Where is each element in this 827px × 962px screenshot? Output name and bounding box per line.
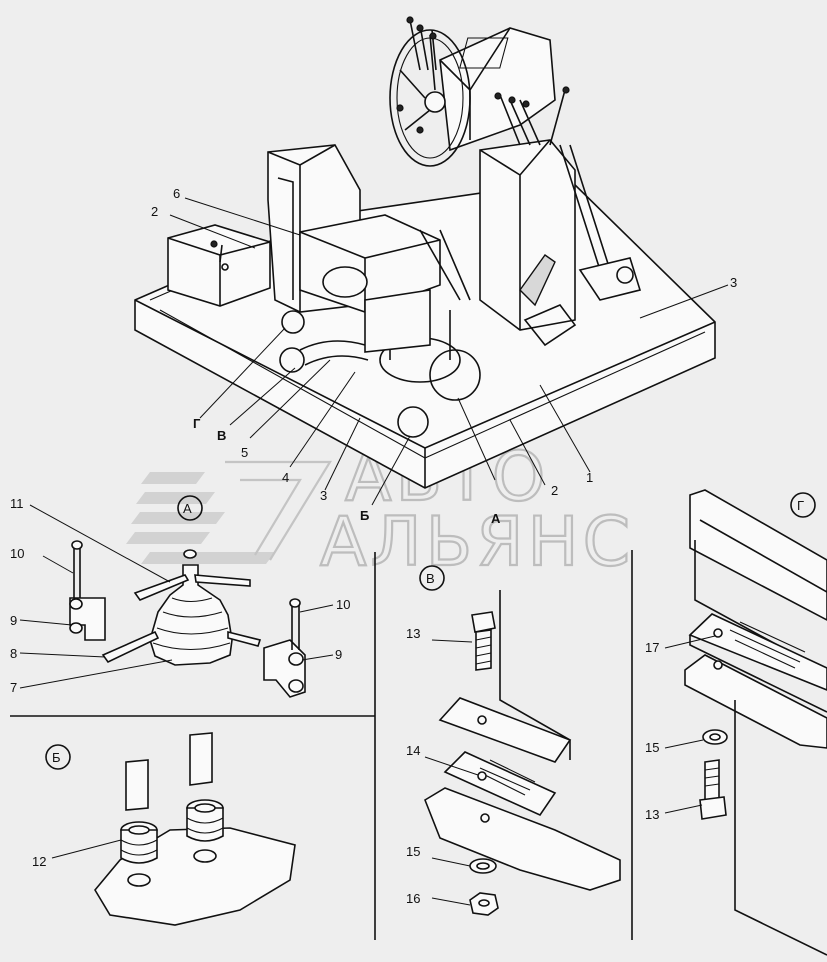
bolt [699, 759, 727, 820]
detail-b-badge [45, 744, 71, 770]
watermark-text-line2: АЛЬЯНС [320, 503, 634, 582]
grommet [186, 799, 224, 842]
detail-g-title: Г [797, 498, 804, 513]
callout-label: 7 [10, 680, 17, 695]
callout-label: 15 [645, 740, 659, 755]
callout-label: 8 [10, 646, 17, 661]
detail-v-title: В [426, 571, 435, 586]
callout-label: 14 [406, 743, 420, 758]
frame-rail [689, 489, 827, 621]
control-pedestal [479, 139, 576, 331]
callout-label: 11 [10, 496, 24, 511]
pedal [519, 254, 556, 307]
detail-g: Г 17 15 13 [645, 489, 827, 956]
callout-label: 9 [335, 647, 342, 662]
left-console-box [167, 224, 271, 307]
detail-marker-g: Г [193, 416, 201, 431]
shim-plate [688, 613, 827, 691]
main-callouts: 1 2 2 3 3 4 5 6 Г В Б А [151, 186, 737, 526]
detail-a-badge [177, 495, 203, 521]
detail-v-badge [419, 565, 445, 591]
grommet [120, 821, 158, 864]
detail-marker-v: В [217, 428, 226, 443]
detail-b: Б 12 [32, 732, 296, 926]
bolt [471, 611, 496, 671]
detail-a: А 11 10 9 8 7 10 9 [10, 495, 350, 698]
callout-label: 10 [10, 546, 24, 561]
steering-wheel [389, 29, 471, 167]
rubber-boot [149, 564, 233, 666]
callout-label: 15 [406, 844, 420, 859]
callout-label: 6 [173, 186, 180, 201]
callout-label: 2 [551, 483, 558, 498]
callout-label: 16 [406, 891, 420, 906]
detail-b-title: Б [52, 750, 61, 765]
detail-g-badge [790, 492, 816, 518]
main-assembly-view [134, 16, 729, 506]
callout-label: 12 [32, 854, 46, 869]
callout-label: 2 [151, 204, 158, 219]
callout-label: 13 [645, 807, 659, 822]
detail-v: В 13 14 15 16 [406, 565, 621, 916]
callout-label: 9 [10, 613, 17, 628]
callout-label: 4 [282, 470, 289, 485]
callout-label: 3 [730, 275, 737, 290]
detail-marker-a: А [491, 511, 501, 526]
callout-label: 3 [320, 488, 327, 503]
callout-label: 1 [586, 470, 593, 485]
shim-plate [443, 751, 557, 817]
callout-label: 5 [241, 445, 248, 460]
watermark-logo: АВТО АЛЬЯНС [126, 437, 634, 583]
detail-marker-b: Б [360, 508, 369, 523]
callout-label: 10 [336, 597, 350, 612]
callout-label: 13 [406, 626, 420, 641]
watermark-emblem [126, 460, 332, 564]
detail-a-title: А [183, 501, 192, 516]
callout-label: 17 [645, 640, 659, 655]
